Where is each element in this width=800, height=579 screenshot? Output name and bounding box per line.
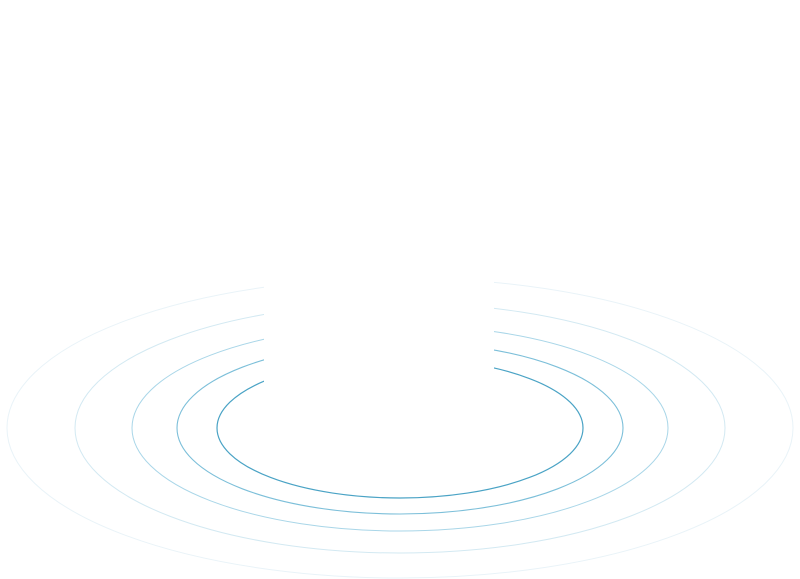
central-mask <box>264 0 494 395</box>
